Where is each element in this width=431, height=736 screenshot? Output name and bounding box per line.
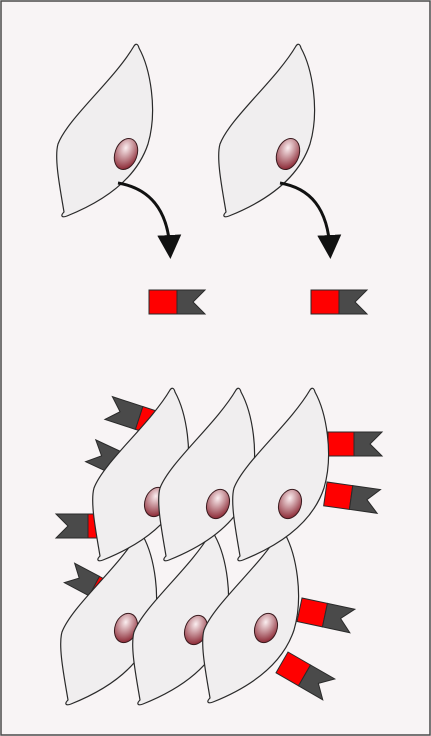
cell-tagging-diagram (0, 0, 431, 736)
